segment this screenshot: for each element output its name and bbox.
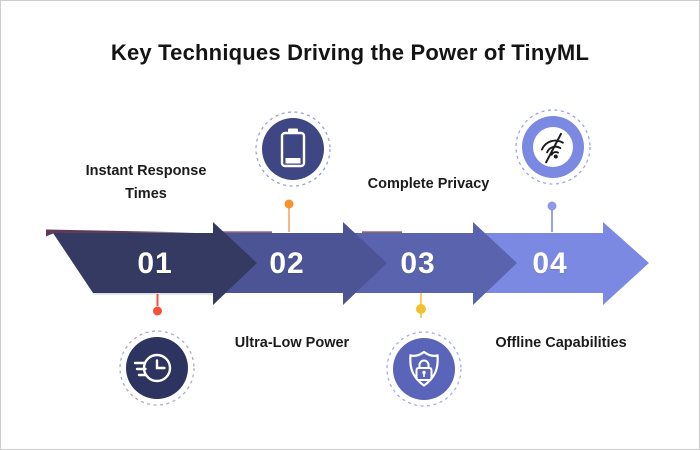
connector-03 bbox=[416, 293, 426, 318]
step-label-offline-capabilities: Offline Capabilities bbox=[495, 335, 627, 351]
battery-icon bbox=[255, 111, 331, 187]
step-number-01: 01 bbox=[137, 247, 173, 280]
step-label-ultra-low-power: Ultra-Low Power bbox=[234, 335, 350, 351]
arrow-segment-01 bbox=[53, 222, 257, 305]
wifi-off-icon bbox=[515, 109, 591, 185]
connector-02 bbox=[284, 199, 294, 232]
connector-01 bbox=[153, 294, 162, 316]
arrow-segment-02 bbox=[213, 222, 387, 305]
step-label-instant-response-times: Instant Response Times bbox=[85, 163, 207, 203]
segment-01-bottom-sheen bbox=[93, 293, 213, 295]
step-label-complete-privacy: Complete Privacy bbox=[367, 176, 490, 192]
connector-04 bbox=[547, 201, 557, 232]
step-number-04: 04 bbox=[532, 247, 568, 280]
speed-clock-icon bbox=[119, 330, 195, 406]
arrow-segment-04 bbox=[473, 222, 649, 305]
shield-lock-icon bbox=[386, 331, 462, 407]
arrow-segment-03 bbox=[343, 222, 517, 305]
page-title: Key Techniques Driving the Power of Tiny… bbox=[110, 40, 590, 65]
step-number-02: 02 bbox=[269, 247, 305, 280]
step-number-03: 03 bbox=[400, 247, 436, 280]
